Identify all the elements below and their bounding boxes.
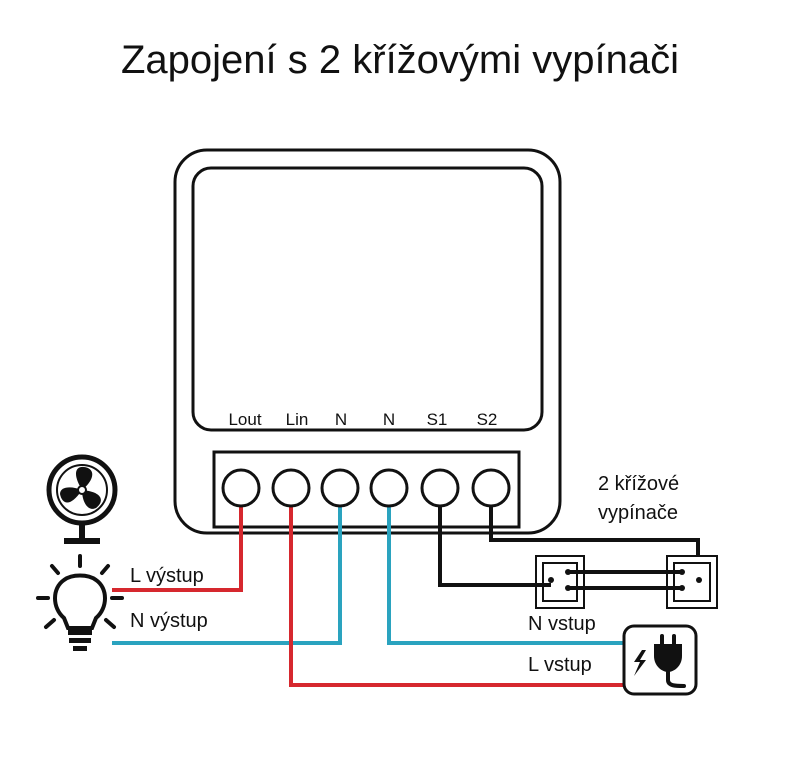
- terminal-label-s2: S2: [477, 410, 498, 429]
- power-plug-icon: [622, 624, 698, 696]
- label-n-output: N výstup: [130, 610, 208, 632]
- light-bulb-icon: [36, 554, 124, 651]
- cross-switch-icon: [666, 555, 718, 609]
- terminal-label-n1: N: [335, 410, 347, 429]
- diagram-title: Zapojení s 2 křížovými vypínači: [121, 38, 679, 82]
- terminal-screw-s1: [420, 468, 460, 508]
- cross-switch-icon: [535, 555, 585, 609]
- label-n-input: N vstup: [528, 613, 596, 635]
- terminal-label-n2: N: [383, 410, 395, 429]
- wire-n-input: [387, 492, 642, 645]
- label-l-output: L výstup: [130, 565, 204, 587]
- label-l-input: L vstup: [528, 654, 592, 676]
- terminal-screw-lout: [221, 468, 261, 508]
- wire-l-output: [112, 492, 243, 592]
- terminal-screw-n2: [369, 468, 409, 508]
- fan-icon: [46, 454, 118, 544]
- terminal-block: [212, 450, 521, 529]
- terminal-label-s1: S1: [427, 410, 448, 429]
- terminal-screw-s2: [471, 468, 511, 508]
- terminal-screw-lin: [271, 468, 311, 508]
- label-switches-line2: vypínače: [598, 502, 678, 524]
- terminal-screw-n1: [320, 468, 360, 508]
- module-face: [191, 166, 544, 432]
- label-switches-line1: 2 křížové: [598, 473, 679, 495]
- terminal-label-lin: Lin: [286, 410, 309, 429]
- wire-l-input: [289, 492, 628, 687]
- terminal-label-lout: Lout: [228, 410, 261, 429]
- wire-n-output: [112, 492, 342, 645]
